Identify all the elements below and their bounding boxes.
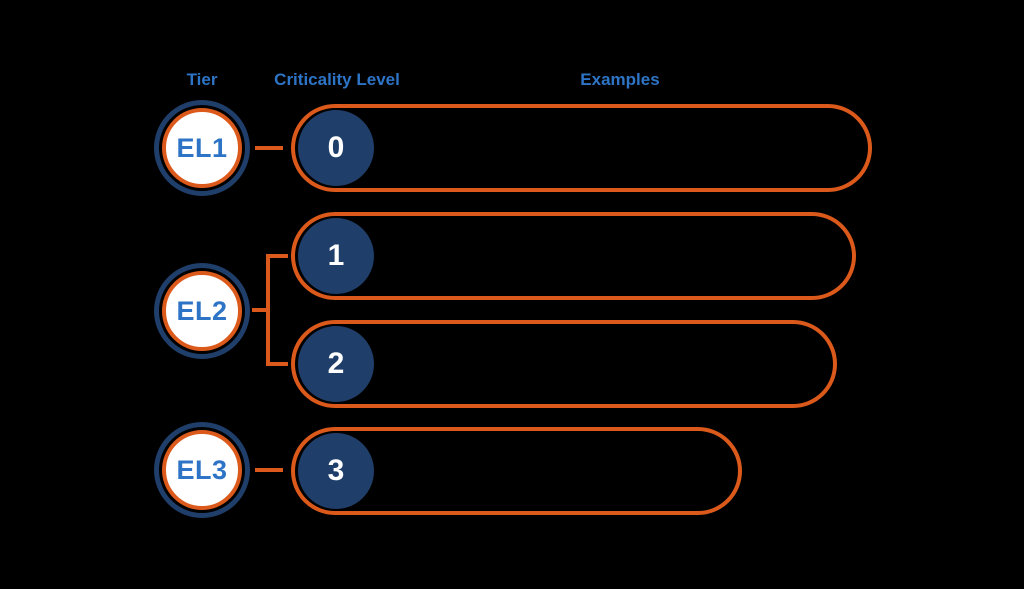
tier-badge-el1-inner: EL1: [162, 108, 242, 188]
examples-pill-level-3: [291, 427, 742, 515]
connector-el2-branch: [252, 308, 268, 312]
column-header-examples: Examples: [580, 70, 660, 89]
criticality-level-1-value: 1: [327, 239, 345, 272]
examples-pill-level-2: [291, 320, 837, 408]
column-header-criticality-level: Criticality Level: [274, 70, 400, 89]
criticality-level-3: 3: [298, 433, 374, 509]
connector-el2-bracket: [266, 254, 270, 366]
criticality-level-0-value: 0: [327, 131, 345, 164]
criticality-level-2-value: 2: [327, 347, 345, 380]
criticality-level-3-value: 3: [327, 454, 345, 487]
examples-pill-level-1: [291, 212, 856, 300]
tier-badge-el3: EL3: [154, 422, 250, 518]
criticality-level-2: 2: [298, 326, 374, 402]
tier-badge-el1-label: EL1: [176, 132, 228, 163]
tier-badge-el1: EL1: [154, 100, 250, 196]
criticality-level-0: 0: [298, 110, 374, 186]
column-header-tier: Tier: [186, 70, 218, 89]
examples-pill-level-0: [291, 104, 872, 192]
tier-badge-el2: EL2: [154, 263, 250, 359]
criticality-level-1: 1: [298, 218, 374, 294]
connector-el1-to-level-0: [255, 146, 283, 150]
connector-el2-to-level-2: [266, 362, 288, 366]
connector-el3-to-level-3: [255, 468, 283, 472]
tier-badge-el3-label: EL3: [176, 454, 228, 485]
tier-badge-el3-inner: EL3: [162, 430, 242, 510]
connector-el2-to-level-1: [266, 254, 288, 258]
tier-badge-el2-label: EL2: [176, 295, 228, 326]
tier-badge-el2-inner: EL2: [162, 271, 242, 351]
